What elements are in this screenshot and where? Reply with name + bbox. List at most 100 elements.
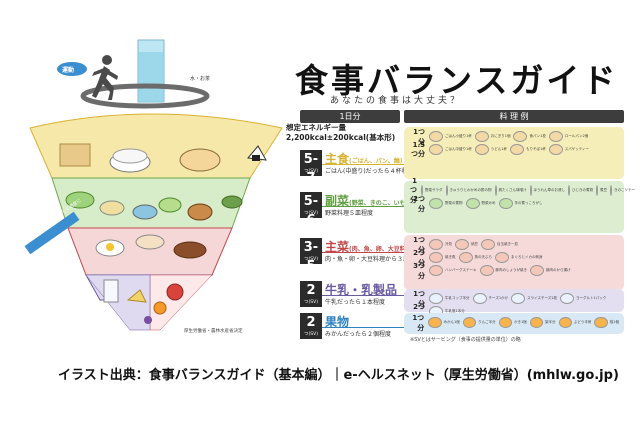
cheese-icon [126, 289, 147, 303]
serving-count: 1つ分 [413, 289, 425, 308]
dish-label: りんご半分 [478, 320, 496, 324]
noodle-bowl-icon [179, 148, 221, 172]
dish-label: まぐろとイカの刺身 [511, 255, 543, 259]
dish-label: 鶏肉のから揚げ [546, 268, 571, 272]
dish-label: 芋の煮っころがし [514, 201, 543, 205]
dish-icon [421, 185, 423, 196]
example-band-fukusai: 1つ分野菜サラダきゅうりとわかめの酢の物具たくさん味噌汁ほうれん草のお浸しひじき… [404, 177, 635, 233]
dish-label: きゅうりとわかめの酢の物 [449, 188, 492, 192]
example-band-kudamono: 1つ分みかん1個りんご半分かき1個梨半分ぶどう半房桃1個 [404, 313, 624, 334]
exercise-bubble [57, 62, 87, 76]
source-small: 厚生労働省・農林水産省決定 [184, 329, 243, 334]
orange-icon [153, 301, 167, 315]
milk-glass-icon [103, 279, 119, 303]
category-description: みかんだったら２個程度 [325, 331, 392, 338]
orbit-arrow-icon [80, 83, 210, 109]
serving-count: 1.5つ分 [411, 140, 425, 158]
dish-label: 具たくさん味噌汁 [498, 188, 527, 192]
dish-icon [558, 317, 572, 328]
small-bowl-icon [132, 204, 158, 220]
dish-label: かき1個 [513, 320, 527, 324]
image-credit: イラスト出典：食事バランスガイド（基本編）｜e-ヘルスネット（厚生労働省）(mh… [58, 368, 619, 383]
example-row: 2つ分 野菜の煮物 野菜炒め 芋の煮っころがし [410, 195, 620, 213]
example-row: 1つ分野菜サラダきゅうりとわかめの酢の物具たくさん味噌汁ほうれん草のお浸しひじき… [410, 177, 635, 204]
dish-icon [462, 317, 477, 328]
dish-label: スパゲッティー [564, 147, 589, 151]
category-name: 主食(ごはん、パン、麺) [325, 152, 403, 166]
dish-label: 納豆 [471, 242, 478, 246]
category-description: ごはん(中盛り)だったら４杯程度 [325, 168, 414, 175]
serving-count: 1つ分 [410, 176, 417, 204]
dish-label: 野菜炒め [481, 201, 496, 205]
dish-label: 桃1個 [609, 320, 619, 324]
dish-label: 牛乳コップ半分 [445, 296, 470, 300]
header-examples: 料 理 例 [404, 110, 624, 123]
dish-label: ハンバーグステーキ [445, 268, 477, 272]
category-description: 野菜料理５皿程度 [325, 210, 374, 217]
dish-icon [610, 185, 612, 196]
dish-label: 梨半分 [545, 320, 556, 324]
energy-value: 2,200kcal±200kcal(基本形) [286, 133, 396, 142]
dish-label: ほうれん草のお浸し [533, 188, 566, 192]
dish-icon [481, 239, 495, 250]
dish-icon [511, 293, 526, 304]
dish-icon [479, 265, 494, 276]
grape-icon [144, 316, 152, 324]
dish-icon [529, 317, 544, 328]
dish-icon [596, 185, 598, 196]
vegetable-icon [221, 195, 243, 209]
dish-icon [474, 131, 489, 142]
serving-count: 3つ分 [413, 261, 425, 280]
dish-label: スライスチーズ1枚 [527, 296, 558, 300]
example-row: 1つ分みかん1個りんご半分かき1個梨半分ぶどう半房桃1個 [410, 314, 620, 332]
dish-icon [429, 198, 443, 209]
dish-icon [548, 144, 563, 155]
dish-label: ロールパン2個 [564, 134, 589, 138]
serving-count: 1つ分 [413, 127, 425, 146]
dish-label: おにぎり1個 [490, 134, 511, 138]
example-band-gyunyu: 1つ分牛乳コップ半分チーズ1かけスライスチーズ1枚ヨーグルト1パック2つ分牛乳瓶… [404, 289, 624, 321]
dish-icon [429, 293, 443, 304]
dish-label: ごはん小盛り1杯 [445, 134, 472, 138]
dish-label: 野菜の煮物 [445, 201, 463, 205]
spinning-top-illustration [24, 39, 283, 331]
dish-icon [529, 185, 532, 196]
serving-count: 2つ分 [413, 194, 425, 213]
exercise-label: 運動 [62, 67, 75, 74]
dish-icon [568, 185, 570, 196]
dish-label: 冷奴 [445, 242, 452, 246]
serving-count: 1つ分 [412, 313, 425, 332]
dish-icon [429, 144, 443, 155]
dish-icon [548, 131, 563, 142]
salad-icon [65, 191, 95, 209]
dish-label: うどん1杯 [490, 147, 507, 151]
example-row: 3つ分 ハンバーグステーキ 豚肉のしょうが焼き 鶏肉のから揚げ [410, 262, 620, 280]
sv-note: ※SVとはサービング（食事の提供量の単位）の略 [410, 337, 521, 343]
category-name: 主菜(肉、魚、卵、大豆料理) [325, 240, 415, 254]
fish-icon [135, 234, 165, 250]
dish-label: きのこソテー [614, 188, 635, 192]
meat-dish-icon [173, 241, 207, 259]
example-row: 1つ分冷奴納豆目玉焼き一皿 [410, 236, 620, 254]
page-title: 食事バランスガイド [295, 61, 619, 100]
dish-label: ひじきの煮物 [572, 188, 593, 192]
dish-icon [509, 144, 524, 155]
greens-icon [158, 197, 182, 213]
dish-icon [530, 265, 544, 276]
dish-icon [472, 293, 487, 304]
bread-icon [59, 143, 91, 167]
dish-label: 豚肉のしょうが焼き [495, 268, 528, 272]
energy-label: 想定エネルギー量 [286, 123, 346, 132]
dish-icon [474, 144, 489, 155]
dish-icon [594, 317, 608, 328]
category-name: 副菜(野菜、きのこ、いも、海藻料理) [325, 194, 439, 208]
dish-label: 食パン1枚 [529, 134, 546, 138]
dish-icon [429, 239, 443, 250]
dish-label: 煮豆 [600, 188, 607, 192]
category-description: 牛乳だったら１本程度 [325, 299, 386, 306]
